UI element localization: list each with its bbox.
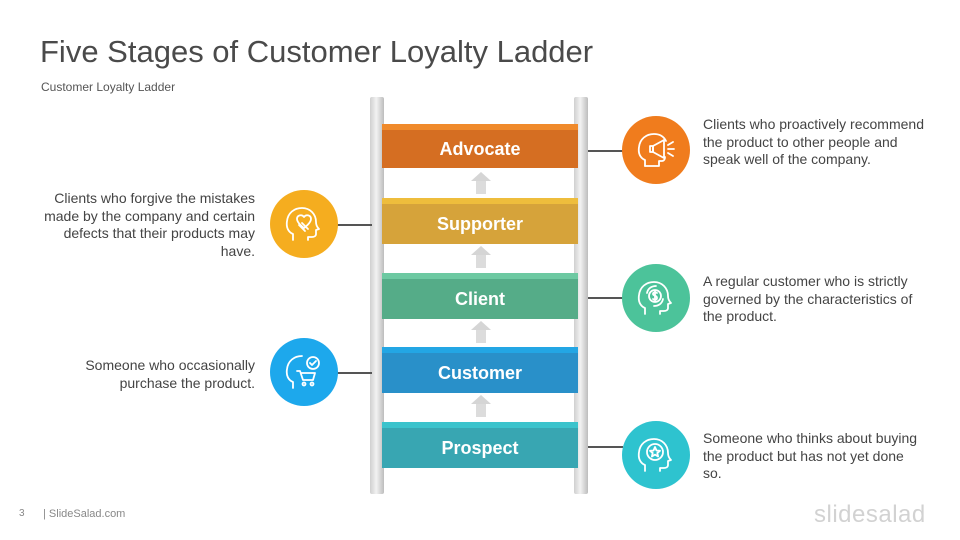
heart-hand-head-icon: [270, 190, 338, 258]
connector-client: [588, 297, 623, 299]
connector-customer: [336, 372, 372, 374]
rung-label-supporter: Supporter: [382, 204, 578, 244]
up-arrow-icon: [471, 172, 491, 194]
rung-label-client: Client: [382, 279, 578, 319]
rung-prospect: Prospect: [382, 422, 578, 468]
rung-label-advocate: Advocate: [382, 130, 578, 168]
rung-supporter: Supporter: [382, 198, 578, 244]
slide-subtitle: Customer Loyalty Ladder: [41, 80, 176, 94]
page-number: 3: [19, 508, 25, 519]
connector-advocate: [588, 150, 623, 152]
slide-title: Five Stages of Customer Loyalty Ladder: [40, 34, 594, 69]
up-arrow-icon: [471, 246, 491, 268]
cart-check-head-icon: [270, 338, 338, 406]
rung-top: [382, 124, 578, 130]
ladder-rail-left: [370, 97, 384, 494]
description-supporter: Clients who forgive the mistakes made by…: [44, 190, 255, 259]
ladder-rail-right: [574, 97, 588, 494]
description-prospect: Someone who thinks about buying the prod…: [703, 430, 918, 481]
connector-supporter: [336, 224, 372, 226]
footer-source: | SlideSalad.com: [43, 508, 126, 520]
dollar-cycle-head-icon: [622, 264, 690, 332]
description-advocate: Clients who proactively recommend the pr…: [703, 116, 924, 167]
rung-label-prospect: Prospect: [382, 428, 578, 468]
rung-label-customer: Customer: [382, 353, 578, 393]
rung-customer: Customer: [382, 347, 578, 393]
megaphone-head-icon: [622, 116, 690, 184]
rung-top: [382, 347, 578, 353]
rung-top: [382, 198, 578, 204]
description-customer: Someone who occasionally purchase the pr…: [85, 357, 255, 391]
connector-prospect: [588, 446, 623, 448]
rung-client: Client: [382, 273, 578, 319]
rung-top: [382, 422, 578, 428]
rung-top: [382, 273, 578, 279]
rung-advocate: Advocate: [382, 124, 578, 168]
description-client: A regular customer who is strictly gover…: [703, 273, 913, 324]
brand-logo: slidesalad: [814, 501, 926, 528]
up-arrow-icon: [471, 321, 491, 343]
star-target-head-icon: [622, 421, 690, 489]
up-arrow-icon: [471, 395, 491, 417]
